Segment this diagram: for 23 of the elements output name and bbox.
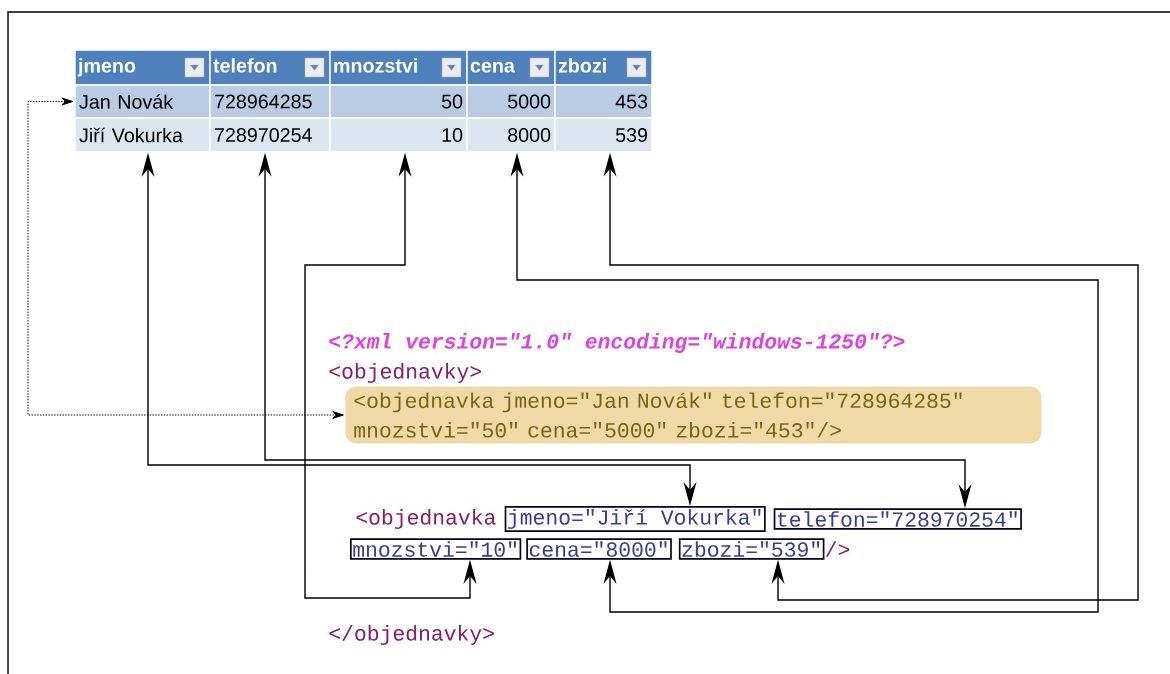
xml-tag: </objednavky> <box>329 625 494 645</box>
table-cell: 728964285 <box>209 84 331 119</box>
xml-tag: /> <box>825 541 850 557</box>
header-cell: mnozstvi <box>329 49 468 86</box>
table-cell: 5000 <box>466 84 556 119</box>
attribute-box: cena="8000" <box>526 538 672 560</box>
table-cell: 728970254 <box>209 117 331 153</box>
table-cell: 539 <box>554 117 653 153</box>
table-cell: Jiří Vokurka <box>74 117 211 153</box>
attribute-box: zbozi="539" <box>678 538 825 560</box>
attribute-box: jmeno="Jiří Vokurka" <box>504 506 766 532</box>
table-cell: 10 <box>329 117 468 153</box>
table-cell: 453 <box>554 84 653 119</box>
header-cell: jmeno <box>74 49 211 86</box>
highlighted-element: <objednavka jmeno="Jan Novák" telefon="728964285" mnozstvi="50" cena="5000" zbozi="453"/> <box>345 386 1042 444</box>
table-cell: Jan Novák <box>74 84 211 119</box>
attribute-box: mnozstvi="10" <box>350 538 522 560</box>
table-cell: 8000 <box>466 117 556 153</box>
xml-declaration: <?xml version="1.0" encoding="windows-1250"?> <box>329 332 905 353</box>
xml-tag: <objednavka <box>356 509 496 529</box>
table-cell: 50 <box>329 84 468 119</box>
attribute-box: telefon="728970254" <box>773 508 1022 530</box>
arrow <box>27 97 344 419</box>
